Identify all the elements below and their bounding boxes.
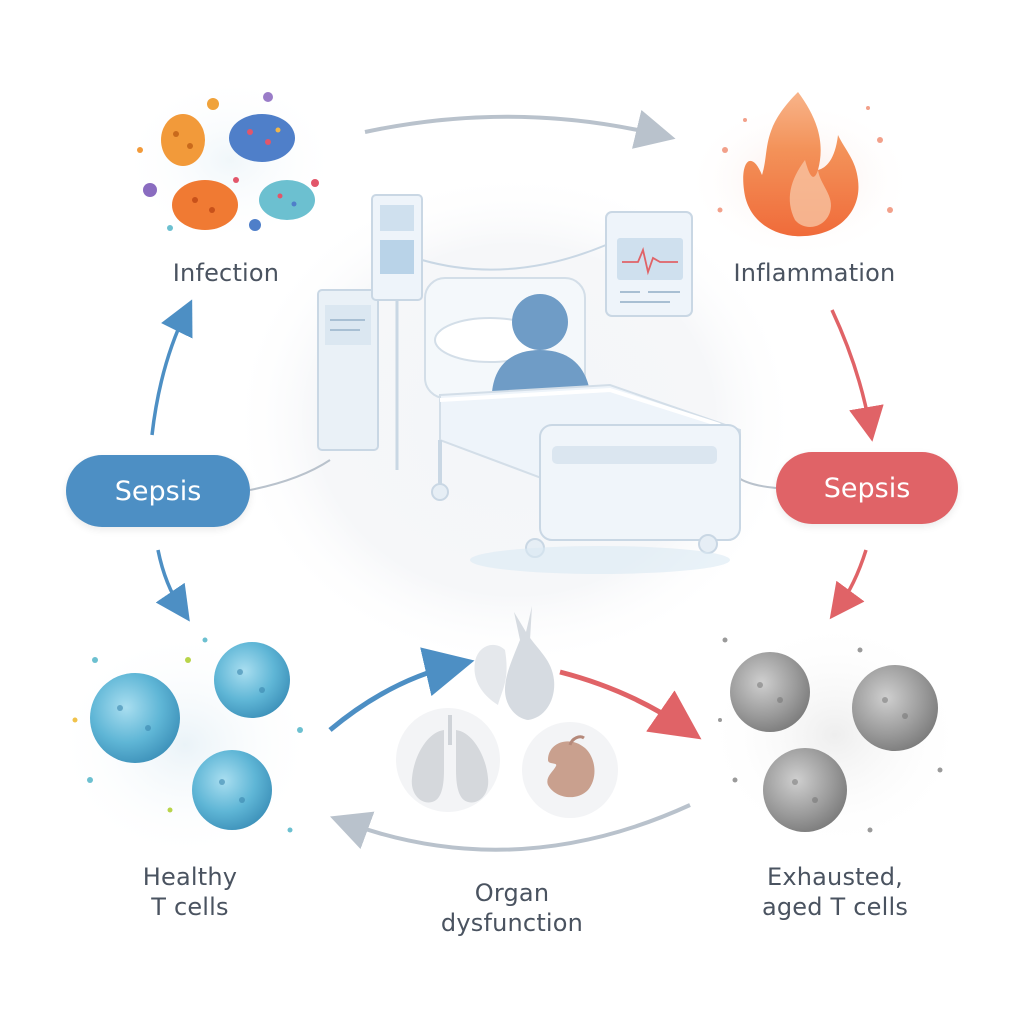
organ-dysfunction-line1: Organ — [474, 879, 550, 907]
heart-icon — [474, 606, 555, 720]
exhausted-t-cells-line2: aged T cells — [761, 893, 909, 921]
hospital-bed-illustration — [317, 194, 741, 574]
arrow-organ-to-exhausted — [559, 669, 702, 740]
exhausted-t-cells-line1: Exhausted, — [766, 863, 904, 891]
arrow-healthy-to-organ — [328, 647, 475, 732]
sepsis-left-label: Sepsis — [114, 475, 202, 507]
arrow-inflammation-to-sepsis — [830, 309, 884, 442]
inflammation-label: Inflammation — [733, 259, 896, 287]
healthy-t-cells-line1: Healthy — [142, 863, 238, 891]
arrow-sepsis-to-healthy — [155, 549, 190, 622]
arrow-sepsis-to-infection — [150, 299, 193, 436]
lungs-icon — [396, 708, 500, 812]
flame-icon — [685, 92, 915, 260]
sepsis-right-label: Sepsis — [823, 472, 911, 504]
organ-dysfunction-line2: dysfunction — [440, 909, 584, 937]
sepsis-pill-left: Sepsis — [66, 455, 250, 527]
kidney-icon — [522, 722, 618, 818]
healthy-t-cells-label: Healthy T cells — [100, 862, 280, 922]
connector-left — [249, 459, 331, 491]
arrow-infection-to-inflammation — [364, 109, 676, 149]
pathogen-cluster-icon — [120, 75, 340, 245]
infection-label: Infection — [172, 259, 280, 287]
arrow-exhausted-to-healthy — [329, 803, 691, 852]
arrow-sepsis-to-exhausted — [829, 549, 868, 620]
healthy-t-cells-line2: T cells — [151, 893, 229, 921]
exhausted-t-cells-label: Exhausted, aged T cells — [735, 862, 935, 922]
exhausted-t-cell-icon — [705, 620, 965, 850]
sepsis-pill-right: Sepsis — [776, 452, 958, 524]
healthy-t-cell-icon — [55, 630, 315, 860]
organ-dysfunction-label: Organ dysfunction — [412, 878, 612, 938]
